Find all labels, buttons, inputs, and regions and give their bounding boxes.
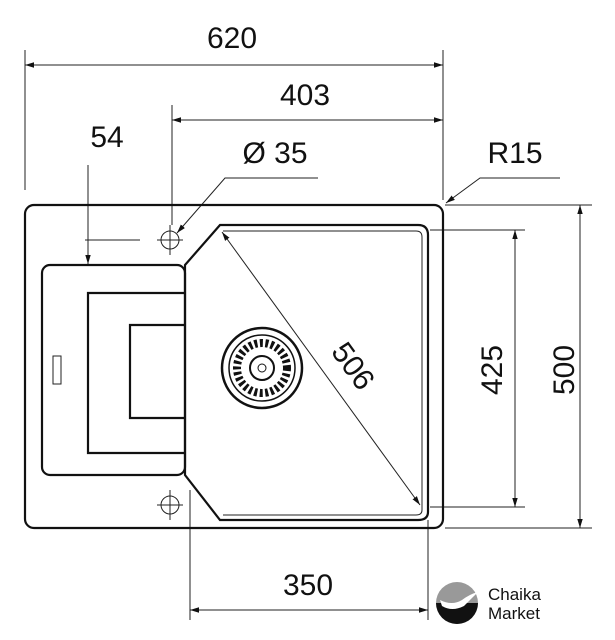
logo-text-line1: Chaika bbox=[488, 585, 541, 604]
bowl-inner-rim bbox=[223, 230, 423, 516]
extension-lines bbox=[24, 50, 592, 620]
sink-outline bbox=[23, 203, 445, 530]
drain-strainer-icon bbox=[220, 326, 304, 410]
dim-500: 500 bbox=[548, 345, 581, 395]
overflow-slot bbox=[52, 355, 62, 385]
dim-54: 54 bbox=[90, 121, 123, 154]
drainer-area bbox=[40, 263, 187, 477]
dim-506: 506 bbox=[325, 336, 381, 396]
dimension-lines bbox=[25, 62, 583, 613]
dim-425: 425 bbox=[476, 345, 509, 395]
bowl-outline bbox=[183, 223, 430, 522]
drainer-groove-outer bbox=[86, 291, 185, 455]
drainer-groove-inner bbox=[128, 323, 185, 420]
tap-hole-icon bbox=[157, 225, 183, 255]
dim-403: 403 bbox=[280, 79, 330, 112]
dim-350: 350 bbox=[283, 569, 333, 602]
dim-620: 620 bbox=[207, 22, 257, 55]
logo-text-line2: Market bbox=[488, 604, 540, 623]
chaika-market-logo: Chaika Market bbox=[436, 582, 541, 624]
dim-tap-hole: Ø 35 bbox=[242, 137, 307, 170]
dim-radius: R15 bbox=[487, 137, 542, 170]
tap-hole-icon bbox=[157, 490, 183, 520]
